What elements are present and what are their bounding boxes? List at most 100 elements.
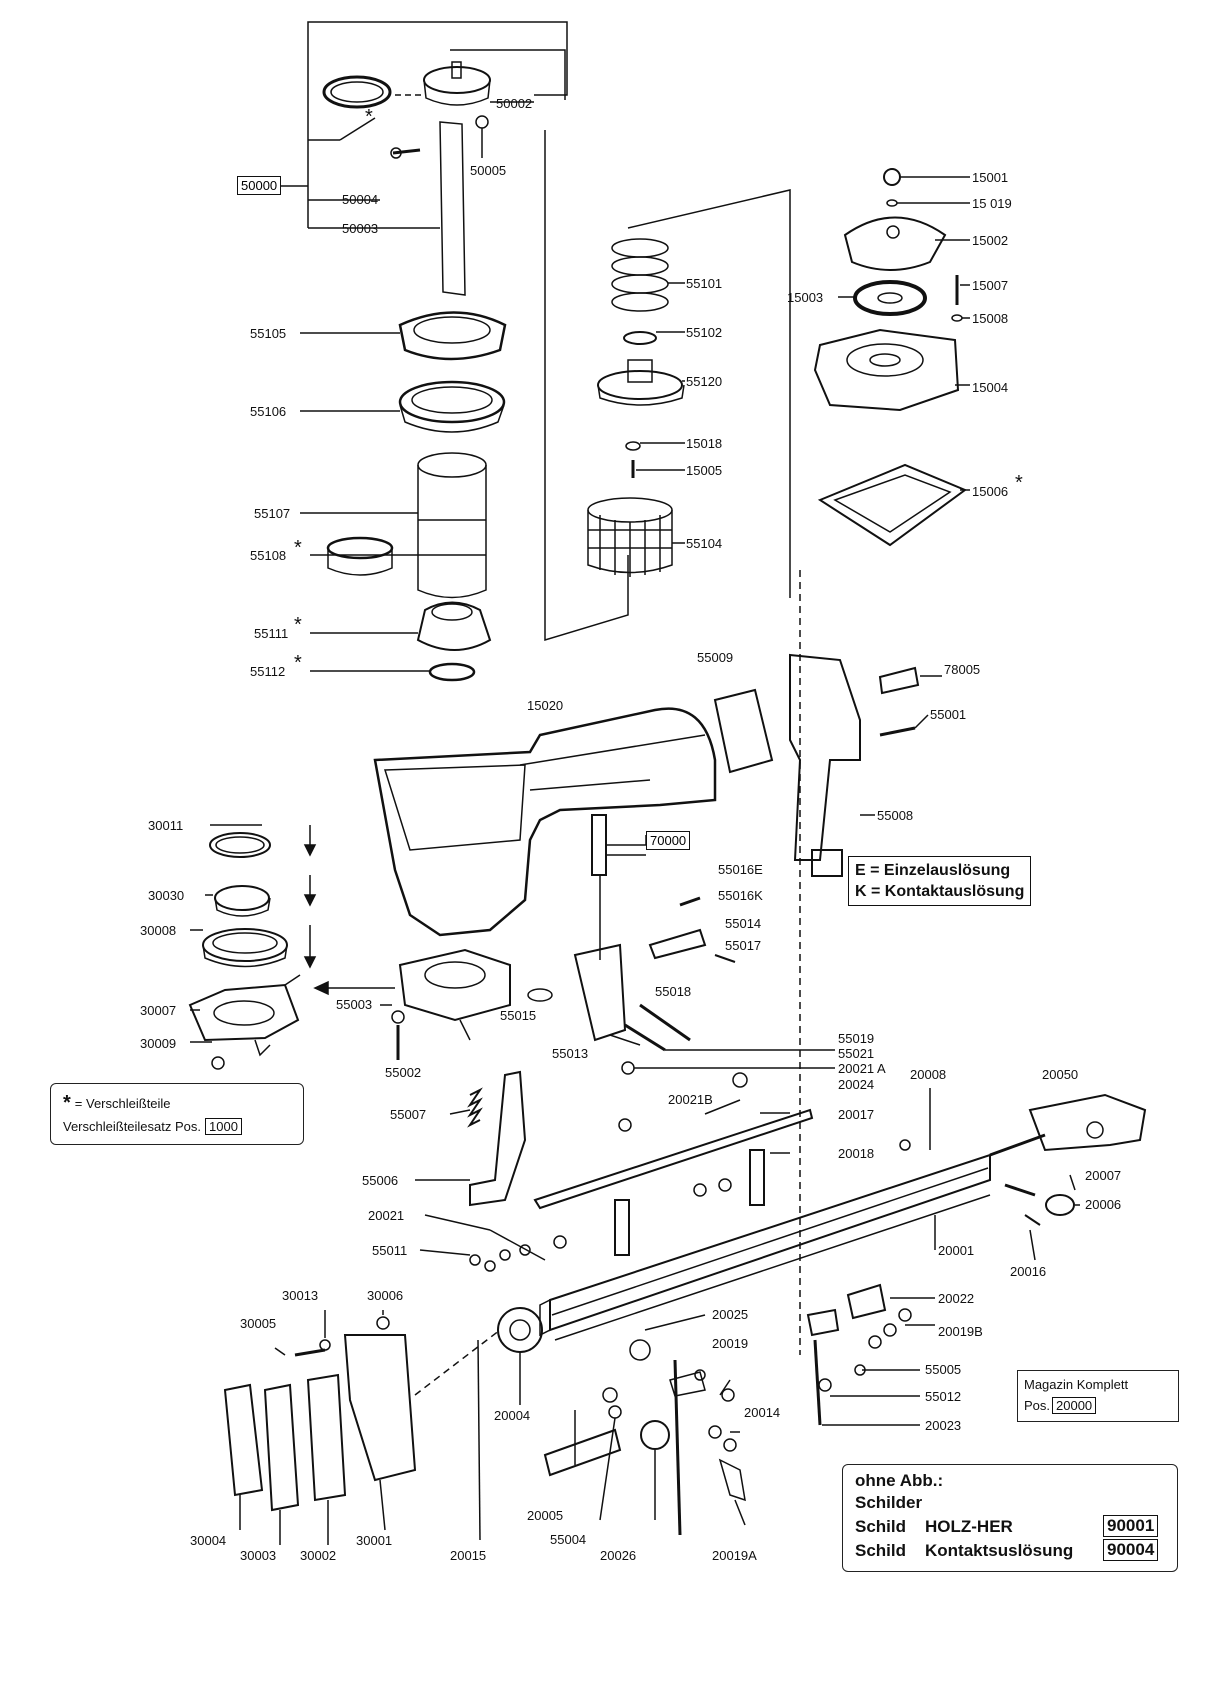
part-label-55001: 55001 (930, 707, 967, 722)
part-label-50000: 50000 (237, 176, 282, 195)
part-label-30011: 30011 (148, 818, 184, 833)
magazine-pos-number: 20000 (1052, 1397, 1097, 1414)
part-label-55021: 55021 (838, 1046, 875, 1061)
wear-star-55111: * (294, 614, 302, 636)
arm-55006 (469, 1070, 527, 1207)
part-label-30006: 30006 (367, 1288, 404, 1303)
part-label-55016E: 55016E (718, 862, 763, 877)
part-label-20001: 20001 (938, 1243, 975, 1258)
trigger-legend: E = Einzelauslösung K = Kontaktauslösung (848, 856, 1032, 906)
part-label-55015: 55015 (500, 1008, 537, 1023)
part-label-20025: 20025 (712, 1307, 749, 1322)
magazine-pos-label: Pos. (1024, 1398, 1051, 1413)
magazine-complete-box: Magazin Komplett Pos. 20000 (1017, 1370, 1179, 1422)
part-55120 (597, 370, 683, 400)
magazine-title: Magazin Komplett (1024, 1377, 1129, 1392)
oring-30011 (209, 832, 271, 858)
trigger-legend-e: E = Einzelauslösung (855, 862, 1011, 879)
no-figure-signs: Schilder (855, 1493, 923, 1512)
part-label-55004: 55004 (550, 1532, 587, 1547)
body-15020 (373, 707, 717, 937)
part-label-20023: 20023 (925, 1418, 962, 1433)
part-label-50002: 50002 (496, 96, 533, 111)
part-label-55007: 55007 (390, 1107, 427, 1122)
part-label-55017: 55017 (725, 938, 762, 953)
part-label-50003: 50003 (342, 221, 379, 236)
wear-star-15006: * (1015, 472, 1023, 494)
part-label-15008: 15008 (972, 311, 1009, 326)
part-55105 (398, 311, 507, 361)
part-55111 (416, 601, 492, 651)
part-label-15002: 15002 (972, 233, 1009, 248)
housing-15004 (813, 328, 960, 412)
part-label-55102: 55102 (686, 325, 723, 340)
part-label-55005: 55005 (925, 1362, 962, 1377)
wear-legend-star: * (63, 1092, 71, 1114)
filter-15003 (853, 280, 927, 316)
part-label-30008: 30008 (140, 923, 177, 938)
part-label-20015: 20015 (450, 1548, 487, 1563)
part-label-55009: 55009 (697, 650, 734, 665)
part-label-50005: 50005 (470, 163, 507, 178)
base-30007 (188, 983, 300, 1042)
spring-55101 (611, 238, 669, 312)
cap-50002 (423, 66, 491, 94)
valve-70000 (591, 814, 607, 876)
part-label-20007: 20007 (1085, 1168, 1122, 1183)
pusher-20050 (1028, 1093, 1147, 1152)
sign-row-1-number: 90001 (1103, 1515, 1159, 1537)
part-label-30002: 30002 (300, 1548, 337, 1563)
cylinder-55107 (417, 465, 487, 599)
wheel-20004 (497, 1307, 543, 1353)
part-label-20006: 20006 (1085, 1197, 1122, 1212)
part-label-20004: 20004 (494, 1408, 531, 1423)
part-label-55014: 55014 (725, 916, 762, 931)
part-30003 (263, 1383, 300, 1512)
part-label-20021A: 20021 A (838, 1061, 886, 1076)
part-label-55101: 55101 (686, 276, 723, 291)
part-label-55016K: 55016K (718, 888, 763, 903)
part-label-55111: 55111 (254, 626, 289, 641)
part-label-20050: 20050 (1042, 1067, 1079, 1082)
part-label-55112: 55112 (250, 664, 286, 679)
oring-top (322, 75, 392, 109)
part-label-55003: 55003 (336, 997, 373, 1012)
part-label-20016: 20016 (1010, 1264, 1047, 1279)
strip-50003 (439, 121, 466, 296)
part-label-15005: 15005 (686, 463, 723, 478)
part-label-20021: 20021 (368, 1208, 405, 1223)
no-figure-box: ohne Abb.: Schilder Schild HOLZ-HER 9000… (842, 1464, 1178, 1572)
part-label-30009: 30009 (140, 1036, 177, 1051)
part-label-20019B: 20019B (938, 1324, 983, 1339)
part-label-55108: 55108 (250, 548, 287, 563)
part-label-15018: 15018 (686, 436, 723, 451)
part-label-50004: 50004 (342, 192, 379, 207)
part-55112 (428, 662, 476, 682)
sign-row-1-name: HOLZ-HER (925, 1517, 1013, 1536)
wear-parts-legend: * = Verschleißteile Verschleißteilesatz … (50, 1083, 304, 1145)
part-label-30030: 30030 (148, 888, 185, 903)
part-30001 (343, 1334, 417, 1482)
bracket-50000 (307, 21, 568, 140)
part-label-15020: 15020 (527, 698, 564, 713)
wear-star-50000: * (365, 106, 373, 128)
part-label-30004: 30004 (190, 1533, 227, 1548)
sign-row-2-name: Kontaktsuslösung (925, 1541, 1074, 1560)
part-label-55008: 55008 (877, 808, 914, 823)
part-label-30001: 30001 (356, 1533, 393, 1548)
part-label-55006: 55006 (362, 1173, 399, 1188)
ring-30008 (202, 928, 288, 962)
part-label-70000: 70000 (646, 831, 691, 850)
loop-20005 (543, 1428, 622, 1477)
part-label-20022: 20022 (938, 1291, 975, 1306)
cage-55104 (587, 497, 673, 577)
part-label-20014: 20014 (744, 1405, 781, 1420)
part-label-55018: 55018 (655, 984, 692, 999)
part-label-30003: 30003 (240, 1548, 277, 1563)
wear-set-number: 1000 (205, 1118, 242, 1135)
part-label-55013: 55013 (552, 1046, 589, 1061)
head-base (398, 948, 511, 1022)
part-label-30007: 30007 (140, 1003, 177, 1018)
